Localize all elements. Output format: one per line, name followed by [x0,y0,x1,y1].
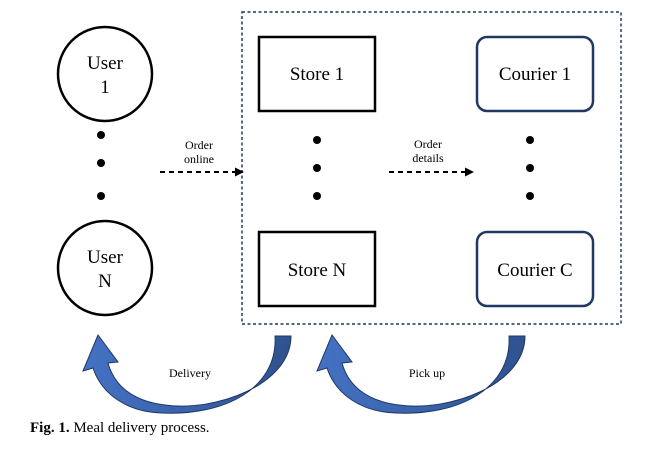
figure-caption: Fig. 1. Meal delivery process. [30,420,210,437]
courier-1-node: Courier 1 [475,35,595,113]
courier-c-label: Courier C [497,260,572,281]
order-details-label-line2: details [412,151,444,165]
user-n-node: User N [56,219,154,317]
order-online-label-line2: online [184,152,214,166]
courier-ellipsis [526,136,534,200]
meal-delivery-diagram: User 1 User N Order online Store 1 Store… [56,11,622,414]
platform-frame [241,11,622,325]
figure-caption-text: Meal delivery process. [69,420,210,436]
store-n-label: Store N [288,260,347,281]
figure-caption-label: Fig. 1. [30,420,70,436]
user-ellipsis [97,131,105,200]
user-1-label-line2: 1 [100,77,110,98]
user-n-label-line2: N [98,271,112,292]
store-ellipsis [313,136,321,200]
pick-up-label: Pick up [409,366,445,380]
delivery-curved-arrow: Delivery [82,333,292,414]
order-details-arrow: Order details [389,137,474,177]
user-n-label-line1: User [87,247,124,268]
user-1-node: User 1 [56,25,154,123]
order-online-arrow: Order online [160,138,244,177]
store-1-node: Store 1 [257,35,377,113]
courier-c-node: Courier C [475,230,595,308]
pick-up-curved-arrow: Pick up [316,333,526,414]
user-1-label-line1: User [87,53,124,74]
store-n-node: Store N [257,230,377,308]
store-1-label: Store 1 [290,64,344,85]
delivery-label: Delivery [169,366,211,380]
order-details-label-line1: Order [414,137,442,151]
order-online-label-line1: Order [185,138,213,152]
courier-1-label: Courier 1 [499,64,571,85]
